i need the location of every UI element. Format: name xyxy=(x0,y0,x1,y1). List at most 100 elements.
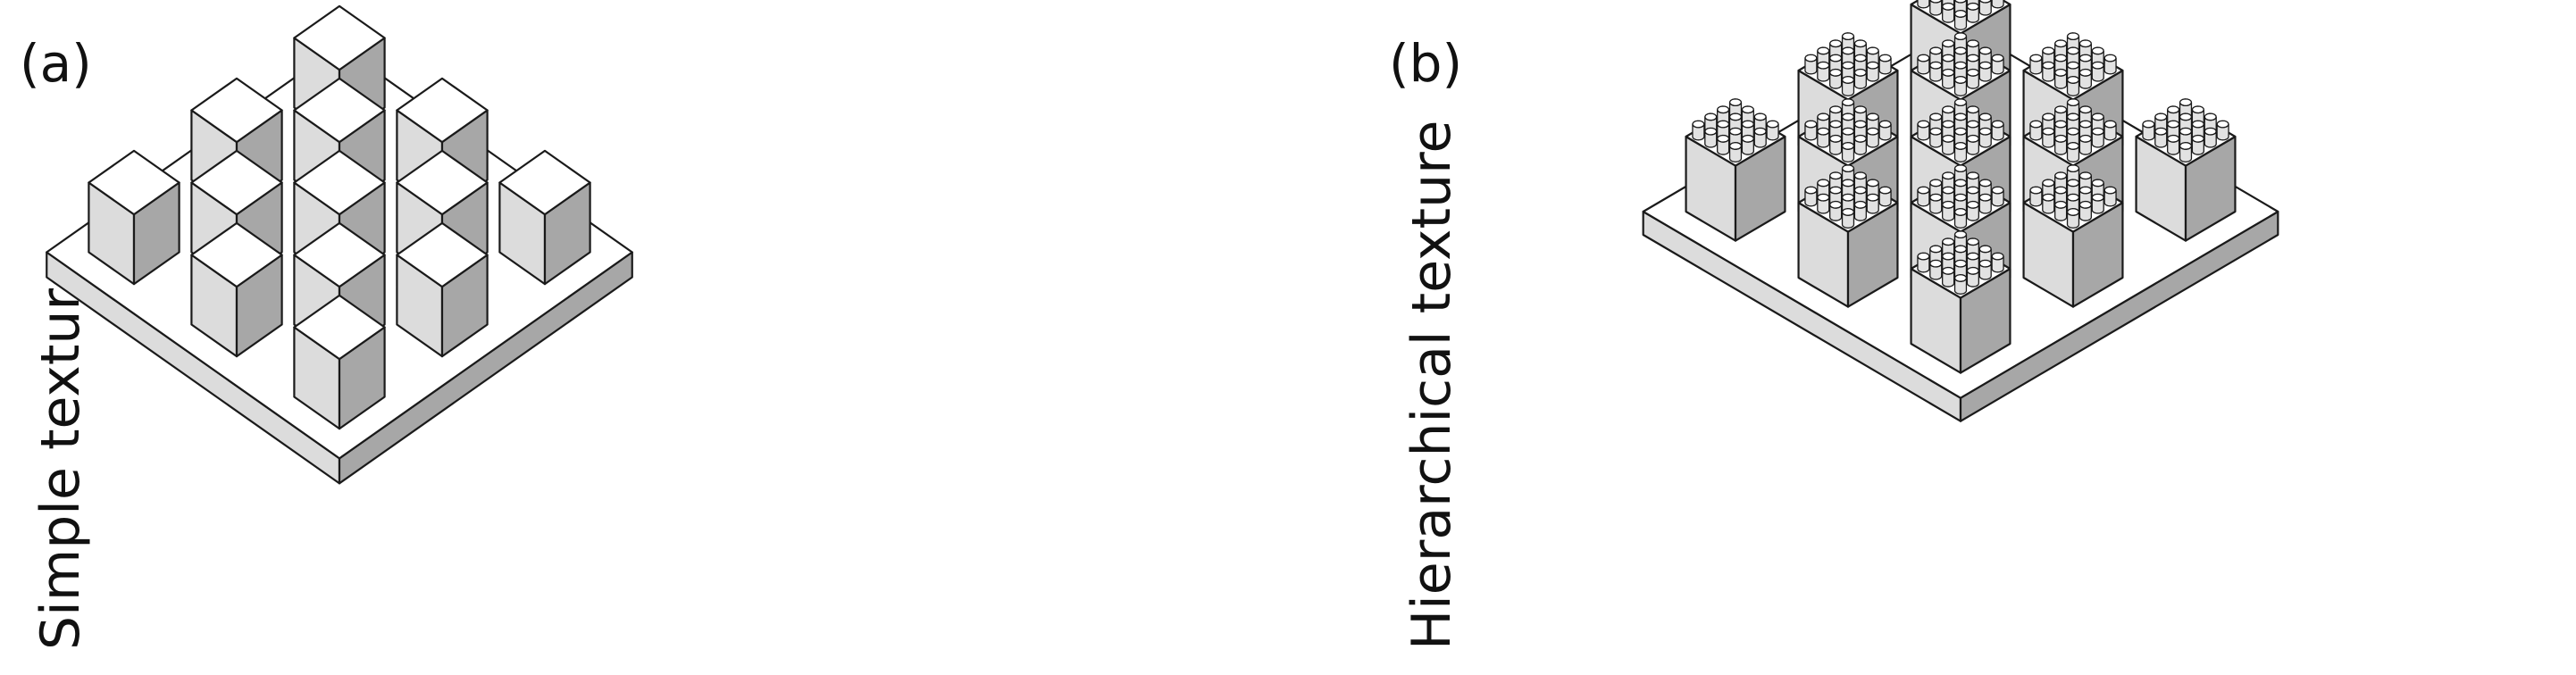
micro-pillar-top xyxy=(2204,127,2217,136)
micro-pillar xyxy=(1991,0,2004,9)
micro-pillar-top xyxy=(2179,98,2193,107)
micro-pillar-top xyxy=(1966,238,1979,246)
micro-pillar xyxy=(1953,207,1968,229)
micro-pillar-top xyxy=(2066,98,2080,107)
panel-b-diagram-cube xyxy=(1910,230,2011,374)
micro-pillar xyxy=(1978,259,1992,280)
micro-pillar-top xyxy=(2179,141,2193,150)
micro-pillar-top xyxy=(1929,193,1943,202)
micro-pillar xyxy=(2029,54,2043,75)
micro-pillar xyxy=(1942,266,1955,288)
micro-pillar xyxy=(1978,193,1992,214)
panel-b-diagram-cube xyxy=(1685,98,1786,242)
micro-pillar xyxy=(2029,186,2043,207)
micro-pillar-top xyxy=(2066,193,2080,202)
micro-pillar xyxy=(1853,200,1867,221)
micro-pillar-top xyxy=(2066,32,2080,41)
micro-pillar-top xyxy=(2078,200,2092,209)
micro-pillar-top xyxy=(1966,186,1979,195)
micro-pillar-top xyxy=(2042,112,2055,121)
micro-pillar-top xyxy=(1804,120,1818,129)
micro-pillar xyxy=(2042,193,2055,214)
micro-pillar xyxy=(1829,68,1843,89)
micro-pillar-top xyxy=(1966,2,1979,11)
micro-pillar xyxy=(1853,68,1867,89)
micro-pillar-top xyxy=(1953,179,1968,188)
micro-pillar-top xyxy=(1953,9,1968,18)
micro-pillar-top xyxy=(1804,54,1818,62)
micro-pillar-top xyxy=(1728,127,1743,136)
panel-a-diagram-cube xyxy=(88,149,180,286)
micro-pillar xyxy=(1929,61,1943,82)
micro-pillar-top xyxy=(1829,54,1843,62)
micro-pillar-top xyxy=(1966,39,1979,48)
micro-pillar xyxy=(2066,75,2080,96)
micro-pillar-top xyxy=(1991,252,2004,261)
micro-pillar xyxy=(1704,127,1718,148)
micro-pillar xyxy=(1804,120,1818,141)
micro-pillar-top xyxy=(2054,171,2068,180)
micro-pillar-top xyxy=(1829,68,1843,77)
micro-pillar xyxy=(2091,193,2104,214)
micro-pillar-top xyxy=(1841,164,1855,173)
micro-pillar-top xyxy=(1804,186,1818,195)
micro-pillar-top xyxy=(2179,112,2193,121)
micro-pillar-top xyxy=(1942,238,1955,246)
micro-pillar-top xyxy=(2204,112,2217,121)
micro-pillar-top xyxy=(2066,207,2080,216)
micro-pillar-top xyxy=(1966,105,1979,114)
micro-pillar-top xyxy=(1978,0,1992,4)
micro-pillar-top xyxy=(2179,127,2193,136)
panel-a-label: (a) xyxy=(20,33,92,94)
micro-pillar-top xyxy=(2029,54,2043,62)
micro-pillar xyxy=(1929,193,1943,214)
micro-pillar-top xyxy=(1929,112,1943,121)
micro-pillar-top xyxy=(2042,61,2055,70)
micro-pillar-top xyxy=(1929,127,1943,136)
micro-pillar-top xyxy=(1942,200,1955,209)
micro-pillar-top xyxy=(2078,134,2092,143)
micro-pillar-top xyxy=(2167,134,2180,143)
micro-pillar-top xyxy=(1829,39,1843,48)
micro-pillar xyxy=(1804,54,1818,75)
micro-pillar-top xyxy=(1929,0,1943,4)
micro-pillar-top xyxy=(1728,112,1743,121)
micro-pillar-top xyxy=(1829,200,1843,209)
micro-pillar-top xyxy=(1766,120,1779,129)
micro-pillar-top xyxy=(1953,245,1968,254)
micro-pillar-top xyxy=(1866,61,1879,70)
panel-a-diagram-cube-top-face xyxy=(498,149,591,216)
micro-pillar-top xyxy=(1717,134,1730,143)
micro-pillar-top xyxy=(2054,186,2068,195)
micro-pillar xyxy=(1966,68,1979,89)
micro-pillar-top xyxy=(2078,105,2092,114)
micro-pillar xyxy=(1753,127,1767,148)
micro-pillar-top xyxy=(1829,105,1843,114)
micro-pillar xyxy=(2091,61,2104,82)
micro-pillar-top xyxy=(1953,112,1968,121)
micro-pillar-top xyxy=(1817,46,1830,55)
micro-pillar-top xyxy=(1942,171,1955,180)
micro-pillar-top xyxy=(1966,68,1979,77)
micro-pillar xyxy=(2142,120,2155,141)
micro-pillar xyxy=(1692,120,1705,141)
micro-pillar-top xyxy=(2042,127,2055,136)
micro-pillar-top xyxy=(1953,259,1968,268)
micro-pillar xyxy=(1991,120,2004,141)
panel-a-diagram-cube-top-face xyxy=(88,149,180,216)
micro-pillar-top xyxy=(1717,105,1730,114)
micro-pillar-top xyxy=(1853,54,1867,62)
micro-pillar-top xyxy=(2142,120,2155,129)
micro-pillar-top xyxy=(2103,54,2117,62)
micro-pillar-top xyxy=(1853,68,1867,77)
micro-pillar xyxy=(1966,134,1979,155)
micro-pillar-top xyxy=(1817,127,1830,136)
panel-a-diagram xyxy=(46,4,633,485)
micro-pillar xyxy=(1717,134,1730,155)
micro-pillar xyxy=(2054,134,2068,155)
micro-pillar xyxy=(1878,186,1892,207)
micro-pillar-top xyxy=(1942,266,1955,275)
micro-pillar-top xyxy=(2066,127,2080,136)
micro-pillar xyxy=(2054,68,2068,89)
micro-pillar-top xyxy=(1978,46,1992,55)
